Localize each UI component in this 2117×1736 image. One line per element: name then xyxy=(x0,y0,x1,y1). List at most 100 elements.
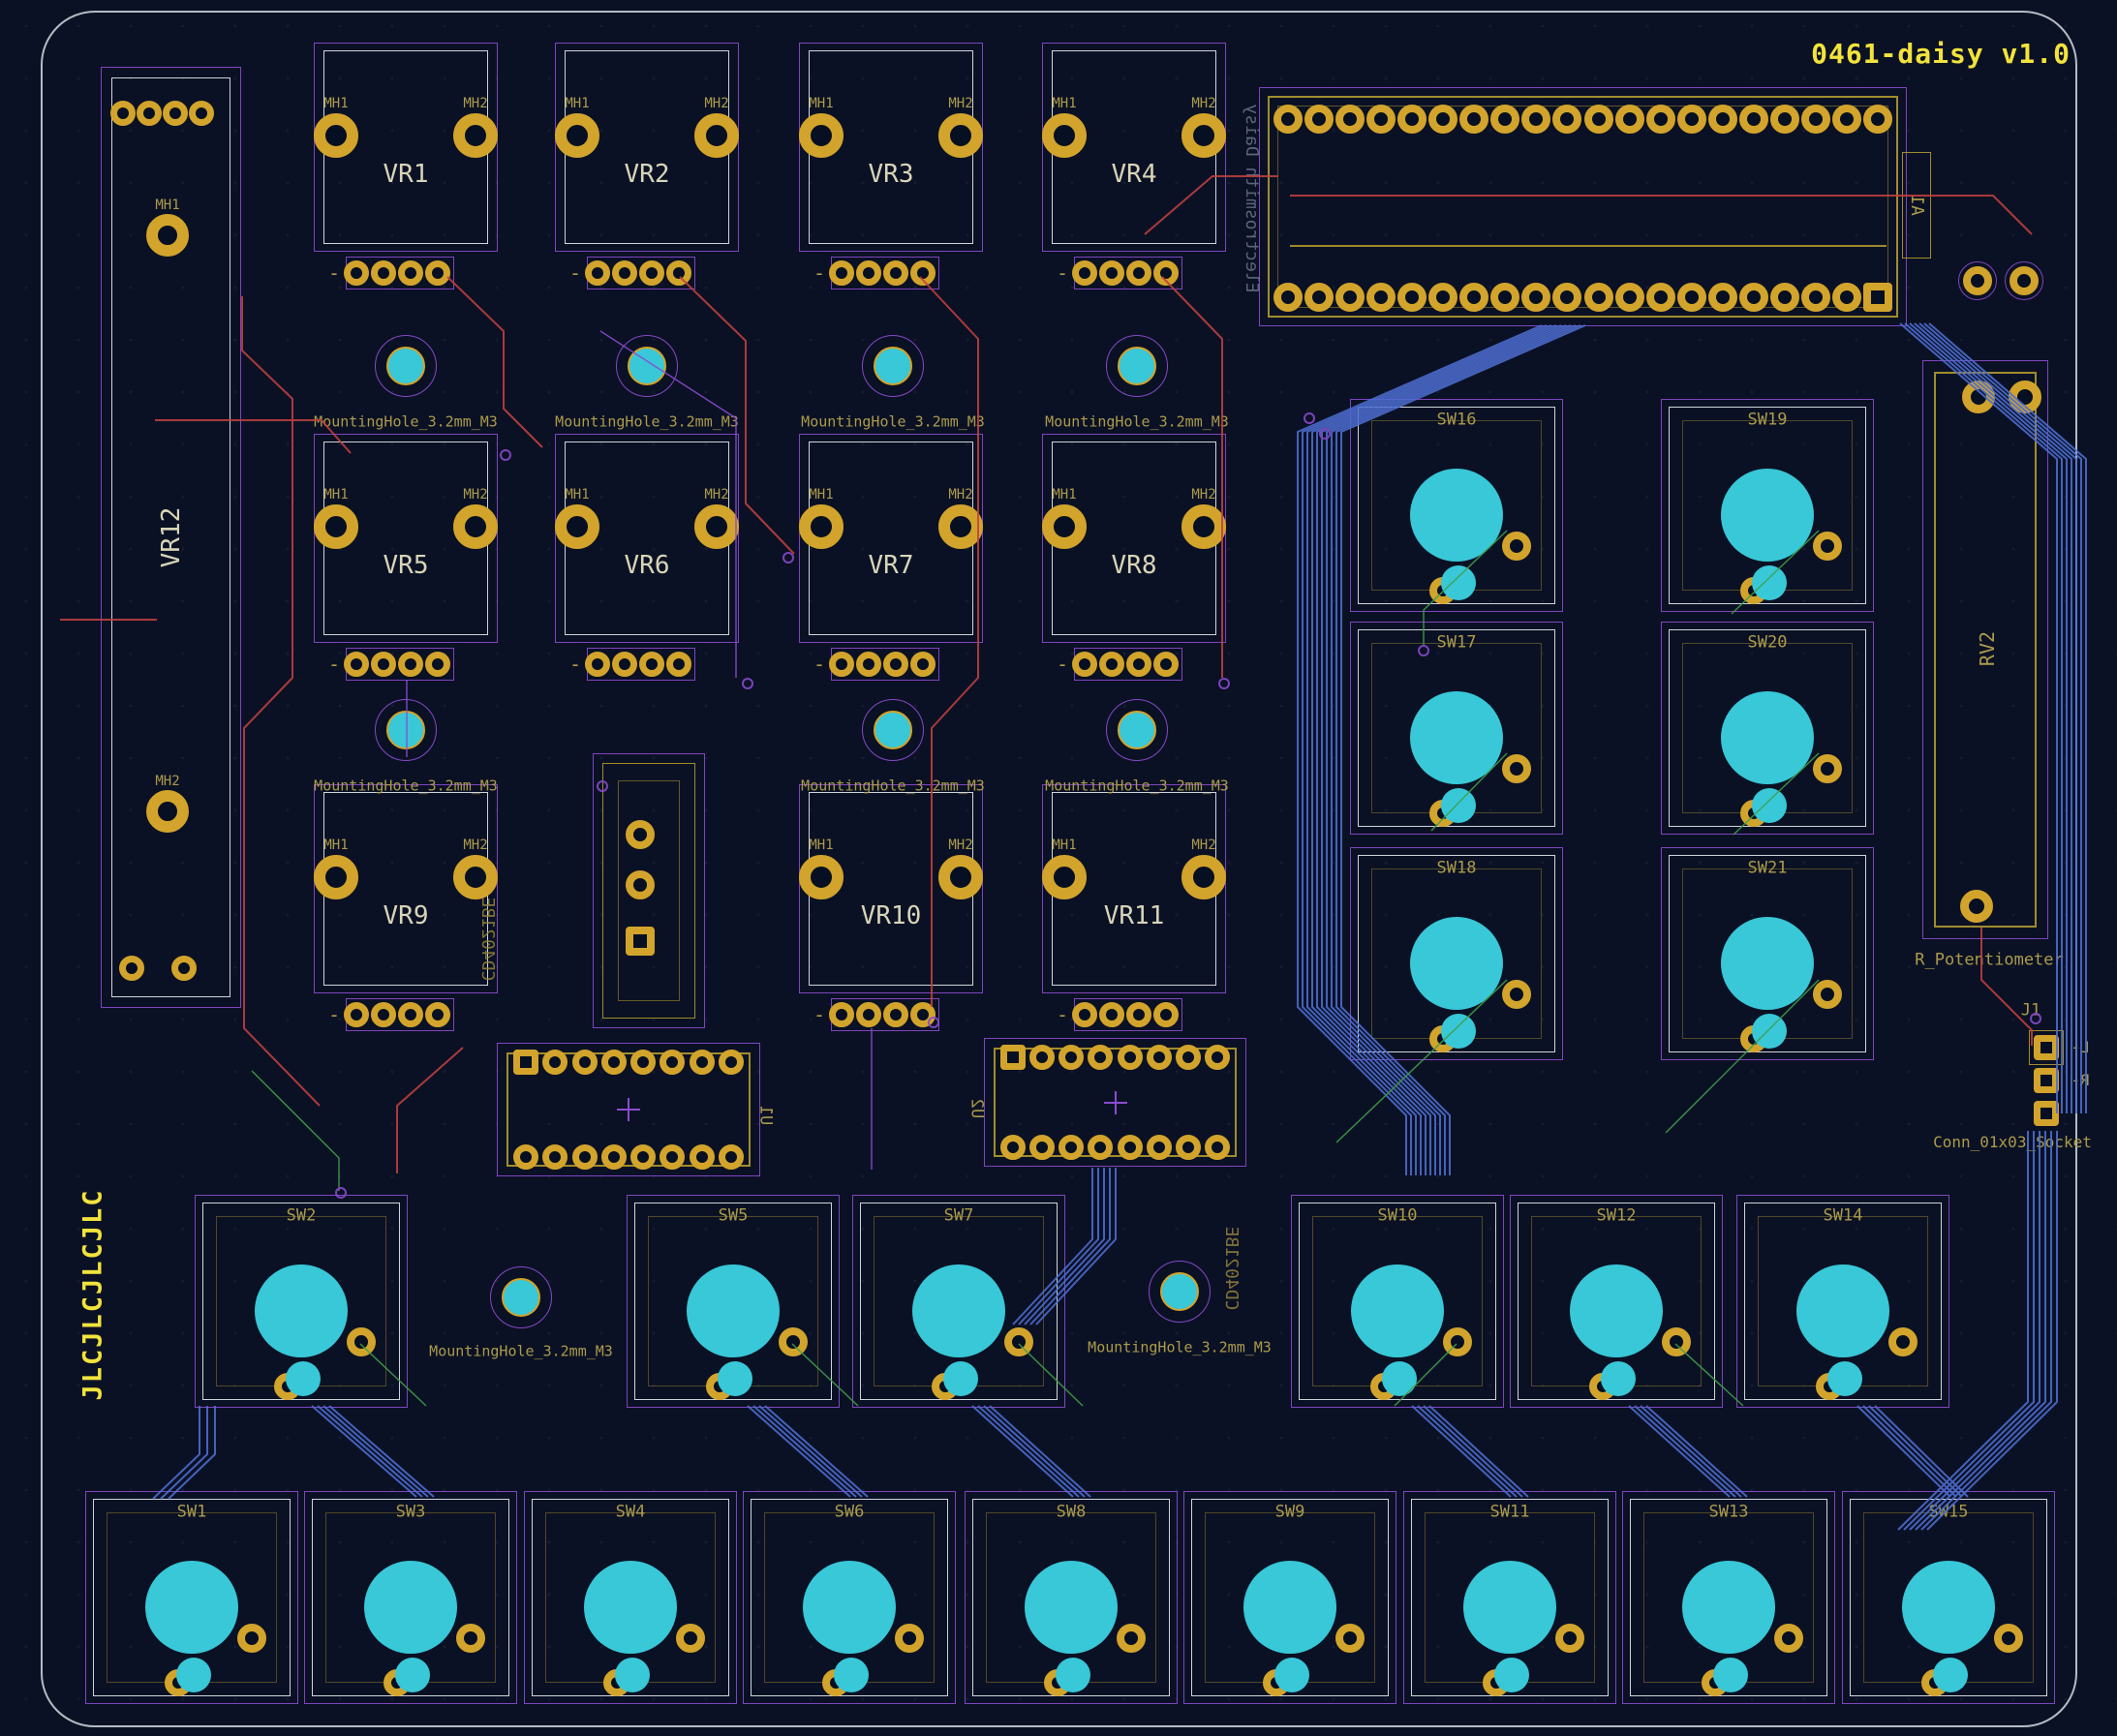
pin-pad[interactable] xyxy=(626,820,655,849)
mounting-hole[interactable] xyxy=(1160,1272,1199,1311)
pin-pad[interactable] xyxy=(1072,652,1097,677)
socket-pin[interactable] xyxy=(1304,105,1335,134)
socket-pin[interactable] xyxy=(1831,105,1861,134)
footprint-SW9[interactable] xyxy=(1191,1499,1389,1696)
pin-pad[interactable] xyxy=(371,652,396,677)
mh-pad[interactable] xyxy=(938,113,983,158)
pin-pad[interactable] xyxy=(829,260,854,286)
pin-pad[interactable] xyxy=(910,260,936,286)
footprint-SW11[interactable] xyxy=(1411,1499,1609,1696)
pin-pad[interactable] xyxy=(585,260,610,286)
socket-pin[interactable] xyxy=(1863,283,1892,312)
switch-pad[interactable] xyxy=(1813,532,1842,561)
pin-pad[interactable] xyxy=(883,1002,908,1027)
mounting-hole[interactable] xyxy=(1118,711,1156,749)
pin-pad[interactable] xyxy=(639,260,664,286)
socket-pin[interactable] xyxy=(1490,105,1520,134)
connector-pin[interactable] xyxy=(2034,1035,2059,1060)
connector-pin[interactable] xyxy=(2034,1068,2059,1093)
socket-pin[interactable] xyxy=(1583,283,1613,312)
mh-pad[interactable] xyxy=(694,504,739,549)
socket-pin[interactable] xyxy=(660,1144,686,1170)
mounting-hole[interactable] xyxy=(1118,347,1156,385)
pin-pad[interactable] xyxy=(425,652,450,677)
pin-pad[interactable] xyxy=(1153,652,1179,677)
pin-pad[interactable] xyxy=(1099,1002,1124,1027)
pin-pad[interactable] xyxy=(137,101,162,126)
pin-pad[interactable] xyxy=(344,652,369,677)
pin-pad[interactable] xyxy=(1126,260,1151,286)
mh-pad[interactable] xyxy=(694,113,739,158)
socket-pin[interactable] xyxy=(1676,105,1706,134)
mh-pad[interactable] xyxy=(1181,113,1226,158)
socket-pin[interactable] xyxy=(1676,283,1706,312)
footprint-SW5[interactable] xyxy=(634,1203,832,1400)
pin-pad[interactable] xyxy=(398,652,423,677)
socket-pin[interactable] xyxy=(513,1050,538,1075)
socket-pin[interactable] xyxy=(1645,283,1675,312)
socket-pin[interactable] xyxy=(1088,1135,1114,1160)
pin-pad[interactable] xyxy=(1153,1002,1179,1027)
switch-pad[interactable] xyxy=(1774,1624,1803,1653)
socket-pin[interactable] xyxy=(1029,1045,1056,1070)
socket-pin[interactable] xyxy=(1273,283,1303,312)
pin-pad[interactable] xyxy=(110,101,136,126)
socket-pin[interactable] xyxy=(600,1050,627,1075)
socket-pin[interactable] xyxy=(1335,105,1365,134)
pin-pad[interactable] xyxy=(883,652,908,677)
socket-pin[interactable] xyxy=(1366,283,1396,312)
pin-pad[interactable] xyxy=(171,956,197,981)
pin-pad[interactable] xyxy=(398,260,423,286)
pin-pad[interactable] xyxy=(910,1002,936,1027)
pin-pad[interactable] xyxy=(856,1002,881,1027)
switch-pad[interactable] xyxy=(895,1624,924,1653)
socket-pin[interactable] xyxy=(1146,1045,1172,1070)
socket-pin[interactable] xyxy=(1459,105,1489,134)
mh-pad[interactable] xyxy=(555,113,599,158)
mh-pad[interactable] xyxy=(938,855,983,899)
mh-pad[interactable] xyxy=(314,855,358,899)
footprint-VR12[interactable] xyxy=(111,77,230,997)
pin-pad[interactable] xyxy=(666,260,691,286)
socket-pin[interactable] xyxy=(1863,105,1892,134)
mh-pad[interactable] xyxy=(1181,504,1226,549)
socket-pin[interactable] xyxy=(1459,283,1489,312)
switch-pad[interactable] xyxy=(1888,1327,1918,1356)
pin-pad[interactable] xyxy=(666,652,691,677)
socket-pin[interactable] xyxy=(1614,105,1644,134)
mh-pad[interactable] xyxy=(1042,504,1087,549)
pin-pad[interactable] xyxy=(425,260,450,286)
footprint-SW3[interactable] xyxy=(312,1499,509,1696)
mh-pad[interactable] xyxy=(799,855,844,899)
pin-pad[interactable] xyxy=(371,260,396,286)
mh-pad[interactable] xyxy=(799,113,844,158)
socket-pin[interactable] xyxy=(1205,1045,1230,1070)
socket-pin[interactable] xyxy=(513,1144,538,1170)
mh-pad[interactable] xyxy=(1042,113,1087,158)
socket-pin[interactable] xyxy=(1800,105,1830,134)
pin-pad[interactable] xyxy=(829,1002,854,1027)
footprint-U2[interactable] xyxy=(994,1048,1237,1157)
footprint-SW13[interactable] xyxy=(1630,1499,1827,1696)
pin-pad[interactable] xyxy=(1099,652,1124,677)
socket-pin[interactable] xyxy=(542,1050,568,1075)
pin-pad[interactable] xyxy=(344,1002,369,1027)
switch-pad[interactable] xyxy=(1335,1624,1365,1653)
socket-pin[interactable] xyxy=(630,1144,657,1170)
socket-pin[interactable] xyxy=(630,1050,657,1075)
pin-pad[interactable] xyxy=(910,652,936,677)
switch-pad[interactable] xyxy=(1004,1327,1033,1356)
mh-pad[interactable] xyxy=(1181,855,1226,899)
socket-pin[interactable] xyxy=(1058,1045,1085,1070)
pin-pad[interactable] xyxy=(1153,260,1179,286)
socket-pin[interactable] xyxy=(1000,1045,1026,1070)
socket-pin[interactable] xyxy=(1058,1135,1085,1160)
socket-pin[interactable] xyxy=(1552,283,1582,312)
pin-pad[interactable] xyxy=(585,652,610,677)
pin-pad[interactable] xyxy=(425,1002,450,1027)
switch-pad[interactable] xyxy=(456,1624,485,1653)
socket-pin[interactable] xyxy=(1707,283,1737,312)
socket-pin[interactable] xyxy=(1428,105,1458,134)
pin-pad[interactable] xyxy=(612,652,637,677)
mounting-hole[interactable] xyxy=(502,1278,540,1317)
